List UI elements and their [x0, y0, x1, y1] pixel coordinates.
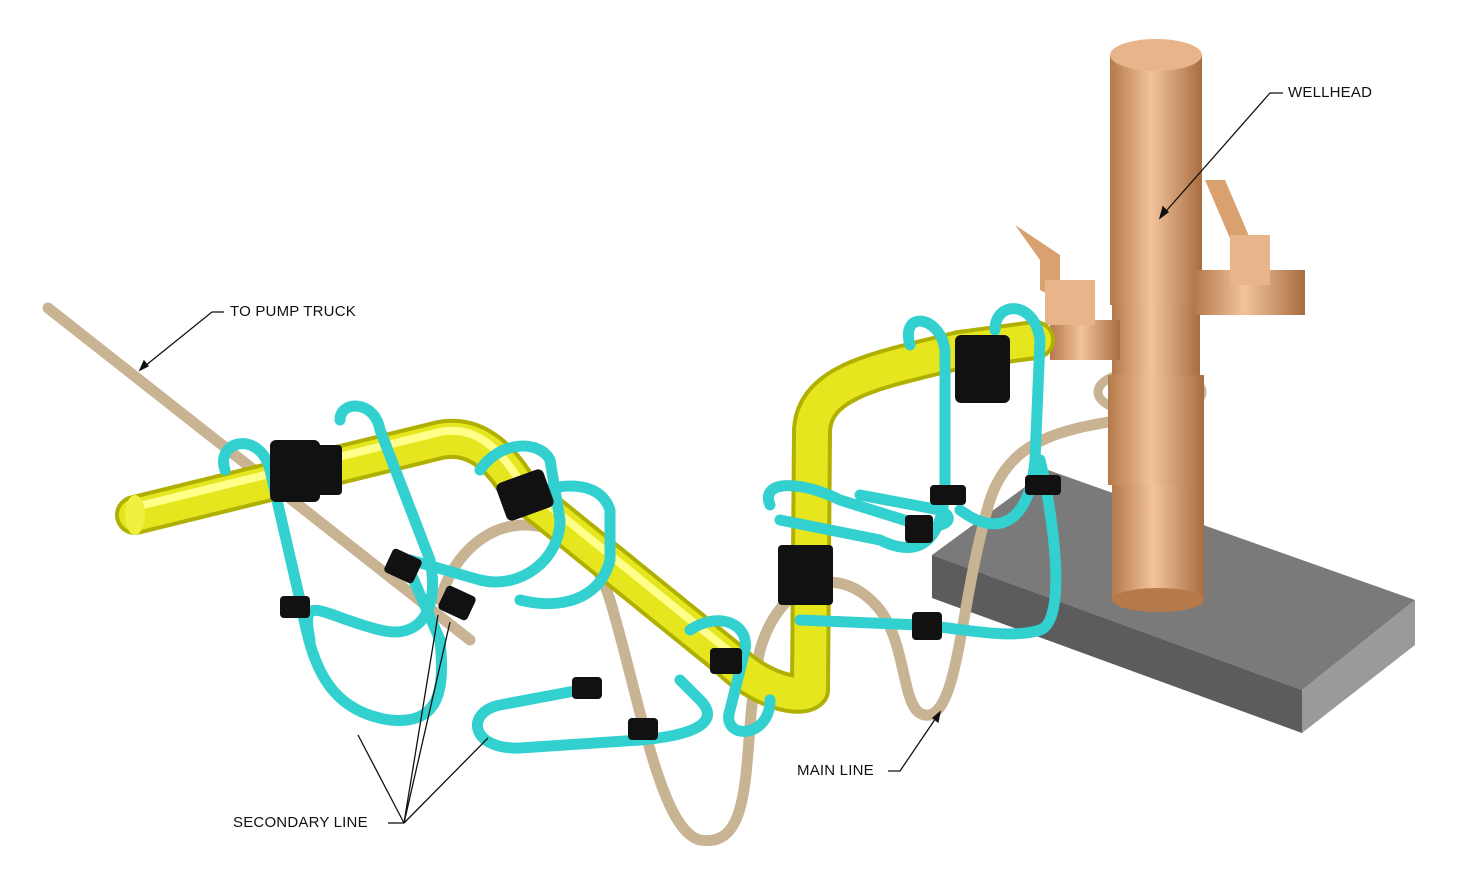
secondary-line-label: SECONDARY LINE	[233, 814, 368, 831]
clamps	[270, 335, 1061, 740]
secondary-loops	[218, 303, 1062, 754]
pump-truck-label: TO PUMP TRUCK	[230, 303, 356, 320]
main-line-leader	[888, 711, 941, 772]
wellhead	[1015, 39, 1305, 612]
leader-lines	[138, 92, 1283, 824]
pump-truck-leader	[139, 311, 224, 371]
wellhead-leader	[1159, 92, 1283, 219]
wellhead-label: WELLHEAD	[1288, 84, 1373, 101]
main-line-label: MAIN LINE	[797, 762, 874, 779]
